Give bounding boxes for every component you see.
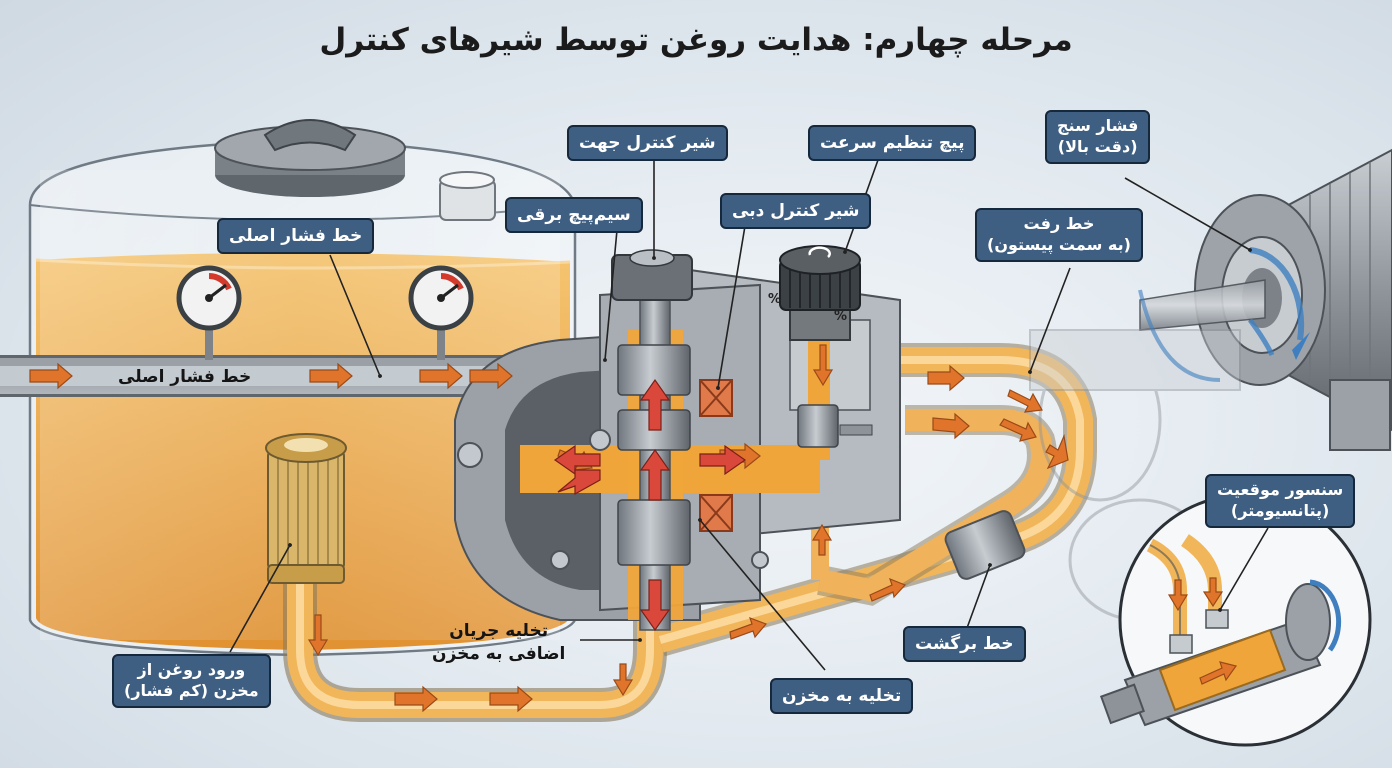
- label-flow-valve: شیر کنترل دبی: [720, 193, 872, 230]
- label-solenoid: سیم‌پیچ برقی: [505, 197, 643, 234]
- rotation-arrow-icon: [1138, 289, 1221, 382]
- label-position-sensor: سنسور موقعیت (پتانسیومتر): [1205, 474, 1356, 528]
- pressure-arrow-icon: [553, 378, 747, 632]
- knob-mark: %: [768, 292, 781, 307]
- label-pressure-gauge: فشار سنج (دقت بالا): [1045, 110, 1151, 164]
- label-excess-drain-line2: اضافی به مخزن: [432, 643, 566, 664]
- label-pressure-gauge-line1: فشار سنج: [1057, 116, 1139, 135]
- label-oil-inlet-line1: ورود روغن از: [137, 660, 246, 679]
- label-supply-line-line2: (به سمت پیستون): [987, 234, 1131, 254]
- label-direction-valve: شیر کنترل جهت: [567, 125, 728, 162]
- label-main-pressure-line: خط فشار اصلی: [217, 218, 375, 255]
- label-supply-line-line1: خط رفت: [1023, 214, 1095, 233]
- label-speed-screw: پیچ تنظیم سرعت: [808, 125, 977, 162]
- pressure-gauge-icon: [176, 265, 242, 331]
- label-excess-drain: تخلیه جریان اضافی به مخزن: [432, 620, 565, 666]
- label-position-sensor-line2: (پتانسیومتر): [1230, 500, 1330, 520]
- vent-cap: [439, 171, 496, 221]
- page-title: مرحله چهارم: هدایت روغن توسط شیرهای کنتر…: [319, 22, 1073, 58]
- flow-control-knob[interactable]: % %: [768, 245, 861, 341]
- label-oil-inlet-line2: مخزن (کم فشار): [124, 680, 259, 700]
- flow-arrow-icon: [29, 344, 1238, 713]
- pump-motor: [1139, 148, 1392, 451]
- leader-lines: [229, 158, 1269, 671]
- label-excess-drain-line1: تخلیه جریان: [449, 621, 549, 641]
- pipe-label-main-pressure: خط فشار اصلی: [118, 367, 252, 387]
- oil-filter-icon: [265, 433, 347, 584]
- label-supply-line: خط رفت (به سمت پیستون): [975, 208, 1143, 262]
- label-position-sensor-line1: سنسور موقعیت: [1217, 480, 1344, 499]
- label-return-line: خط برگشت: [903, 626, 1026, 663]
- label-tank-drain: تخلیه به مخزن: [770, 678, 914, 715]
- label-oil-inlet: ورود روغن از مخزن (کم فشار): [112, 654, 271, 708]
- knob-mark: %: [834, 309, 847, 324]
- position-sensor-inset: [1099, 493, 1372, 747]
- label-pressure-gauge-line2: (دقت بالا): [1057, 136, 1138, 156]
- pipe-coupling: [944, 510, 1026, 580]
- pressure-gauge-icon: [408, 265, 474, 331]
- filler-cap: [214, 119, 406, 197]
